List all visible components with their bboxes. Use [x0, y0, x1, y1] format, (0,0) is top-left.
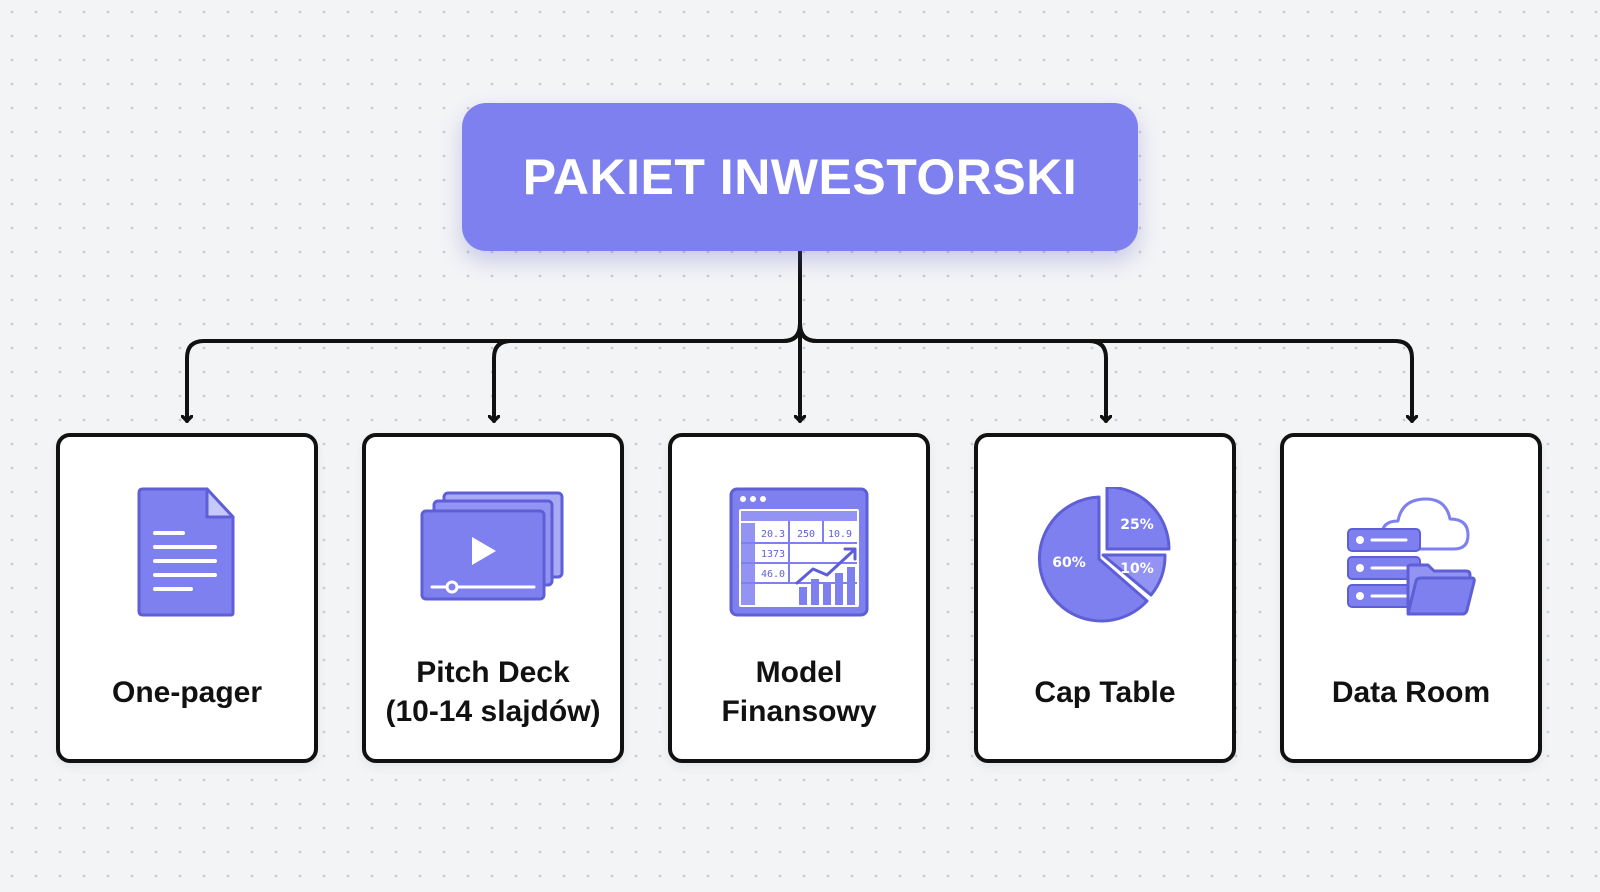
connector-branch-5 — [798, 322, 1412, 423]
card-label: One-pager — [111, 675, 263, 709]
card-label: Model Finansowy — [721, 656, 877, 728]
spreadsheet-chart-icon: 20.3 250 10.9 1373 46.0 — [729, 487, 869, 622]
spreadsheet-cell: 10.9 — [828, 529, 852, 540]
connector-branch-2 — [494, 322, 802, 423]
pie-chart-icon: 60% 25% 10% — [1035, 485, 1175, 628]
connector-branch-4 — [798, 322, 1106, 423]
spreadsheet-cell: 46.0 — [761, 569, 785, 580]
card-data-room: Data Room — [1280, 433, 1542, 763]
root-title: PAKIET INWESTORSKI — [522, 149, 1078, 205]
slides-play-icon — [418, 487, 568, 612]
spreadsheet-cell: 250 — [797, 529, 815, 540]
card-model-finansowy: 20.3 250 10.9 1373 46.0 Model Finansowy — [668, 433, 930, 763]
pie-slice-label: 25% — [1120, 517, 1154, 533]
pie-slice-label: 10% — [1120, 561, 1154, 577]
root-node: PAKIET INWESTORSKI — [462, 103, 1138, 251]
card-label: Cap Table — [1034, 675, 1176, 709]
card-label: Pitch Deck (10-14 slajdów) — [385, 656, 601, 728]
spreadsheet-cell: 20.3 — [761, 529, 785, 540]
document-icon — [137, 487, 237, 622]
card-cap-table: 60% 25% 10% Cap Table — [974, 433, 1236, 763]
card-one-pager: One-pager — [56, 433, 318, 763]
pie-slice-label: 60% — [1052, 555, 1086, 571]
server-cloud-folder-icon — [1346, 487, 1476, 622]
card-pitch-deck: Pitch Deck (10-14 slajdów) — [362, 433, 624, 763]
spreadsheet-cell: 1373 — [761, 549, 785, 560]
card-label: Data Room — [1331, 675, 1491, 709]
